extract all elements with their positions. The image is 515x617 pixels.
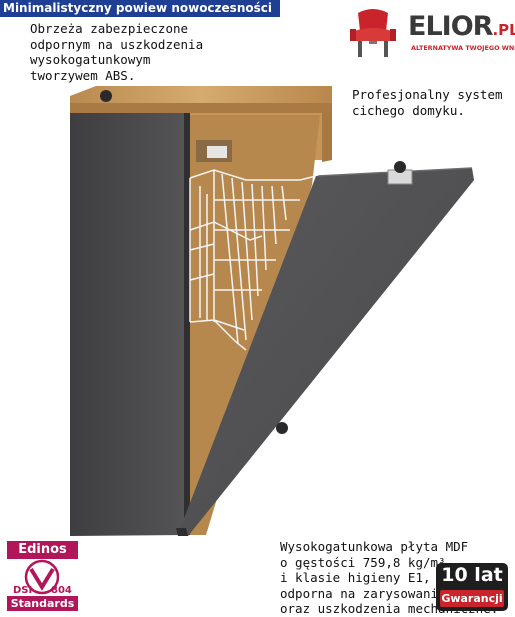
logo-wordmark: ELIOR.PL [408, 11, 515, 42]
edinos-footer: Standards [7, 596, 78, 611]
wire-basket [189, 169, 317, 351]
edinos-emblem-icon [24, 559, 60, 595]
warranty-badge: 10 lat Gwarancji [436, 563, 508, 611]
marker-edges [100, 90, 112, 102]
chair-icon [350, 9, 396, 57]
warranty-years: 10 lat [441, 564, 503, 586]
marker-board [276, 422, 288, 434]
logo-tagline: ALTERNATYWA TWOJEGO WNĘTRZA [411, 44, 515, 52]
callout-closing: Profesjonalny system cichego domyku. [352, 87, 503, 118]
edinos-badge: Edinos DSI 804 Standards [7, 541, 78, 611]
callout-board: Wysokogatunkowa płyta MDF o gęstości 759… [280, 539, 498, 616]
edinos-dsi: DSI [13, 585, 33, 596]
edinos-title: Edinos [7, 541, 78, 559]
elior-logo[interactable]: ELIOR.PL ALTERNATYWA TWOJEGO WNĘTRZA [344, 5, 515, 65]
page-title: Minimalistyczny powiew nowoczesności [0, 0, 280, 17]
logo-domain: .PL [492, 21, 515, 39]
callout-edges: Obrzeża zabezpieczone odpornym na uszkod… [30, 21, 204, 83]
marker-closing [394, 161, 406, 173]
gray-side-panel [70, 113, 188, 536]
edinos-code: 804 [51, 585, 72, 596]
warranty-label: Gwarancji [440, 590, 504, 607]
